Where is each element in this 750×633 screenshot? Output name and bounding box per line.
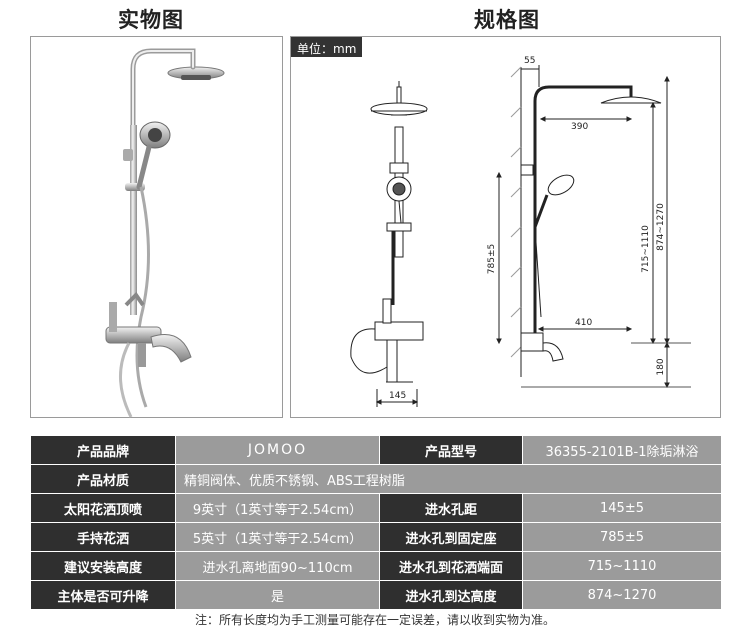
product-photo-panel [30, 36, 283, 418]
dim-lower-arm: 410 [575, 318, 592, 328]
spec-value-cell: 是 [175, 580, 380, 610]
unit-label: 单位：mm [291, 37, 363, 57]
spec-value-cell: JOMOO [175, 435, 380, 465]
photo-heading: 实物图 [118, 8, 184, 32]
spec-label-cell: 进水孔到固定座 [379, 522, 523, 552]
shower-photo-illustration [105, 48, 225, 418]
spec-label-cell: 产品品牌 [30, 435, 176, 465]
spec-value-cell: 进水孔离地面90~110cm [175, 551, 380, 581]
spec-label-cell: 手持花洒 [30, 522, 176, 552]
spec-label-cell: 主体是否可升降 [30, 580, 176, 610]
spec-label-cell: 产品材质 [30, 464, 176, 494]
spec-value-cell: 145±5 [522, 493, 722, 523]
measurement-note: 注：所有长度均为手工测量可能存在一定误差，请以收到实物为准。 [194, 613, 555, 627]
dim-hole-spacing: 145 [389, 391, 406, 401]
spec-label-cell: 进水孔距 [379, 493, 523, 523]
spec-drawing-panel: 单位：mm [290, 36, 721, 418]
spec-value-cell: 精铜阀体、优质不锈钢、ABS工程树脂 [175, 464, 722, 494]
dim-pipe-height-2: 874~1270 [656, 203, 666, 251]
spec-heading: 规格图 [474, 8, 540, 32]
spec-value-cell: 785±5 [522, 522, 722, 552]
spec-label-cell: 进水孔到花洒端面 [379, 551, 523, 581]
spec-value-cell: 874~1270 [522, 580, 722, 610]
spec-label-cell: 进水孔到达高度 [379, 580, 523, 610]
spec-row: 产品材质精铜阀体、优质不锈钢、ABS工程树脂 [30, 464, 722, 494]
spec-label-cell: 产品型号 [379, 435, 523, 465]
spec-label-cell: 建议安装高度 [30, 551, 176, 581]
spec-value-cell: 36355-2101B-1除垢淋浴 [522, 435, 722, 465]
dim-mount-height: 785±5 [487, 244, 497, 274]
dim-pipe-height-1: 715~1110 [641, 225, 651, 273]
dim-top-arm: 390 [571, 122, 588, 132]
spec-value-cell: 9英寸（1英寸等于2.54cm） [175, 493, 380, 523]
spec-drawing: 55 390 715~1110 874~1270 785±5 410 180 1… [350, 56, 691, 407]
dim-wall-offset: 55 [524, 56, 535, 66]
spec-label-cell: 太阳花洒顶喷 [30, 493, 176, 523]
spec-value-cell: 715~1110 [522, 551, 722, 581]
spec-value-cell: 5英寸（1英寸等于2.54cm） [175, 522, 380, 552]
dim-base-height: 180 [656, 358, 666, 375]
